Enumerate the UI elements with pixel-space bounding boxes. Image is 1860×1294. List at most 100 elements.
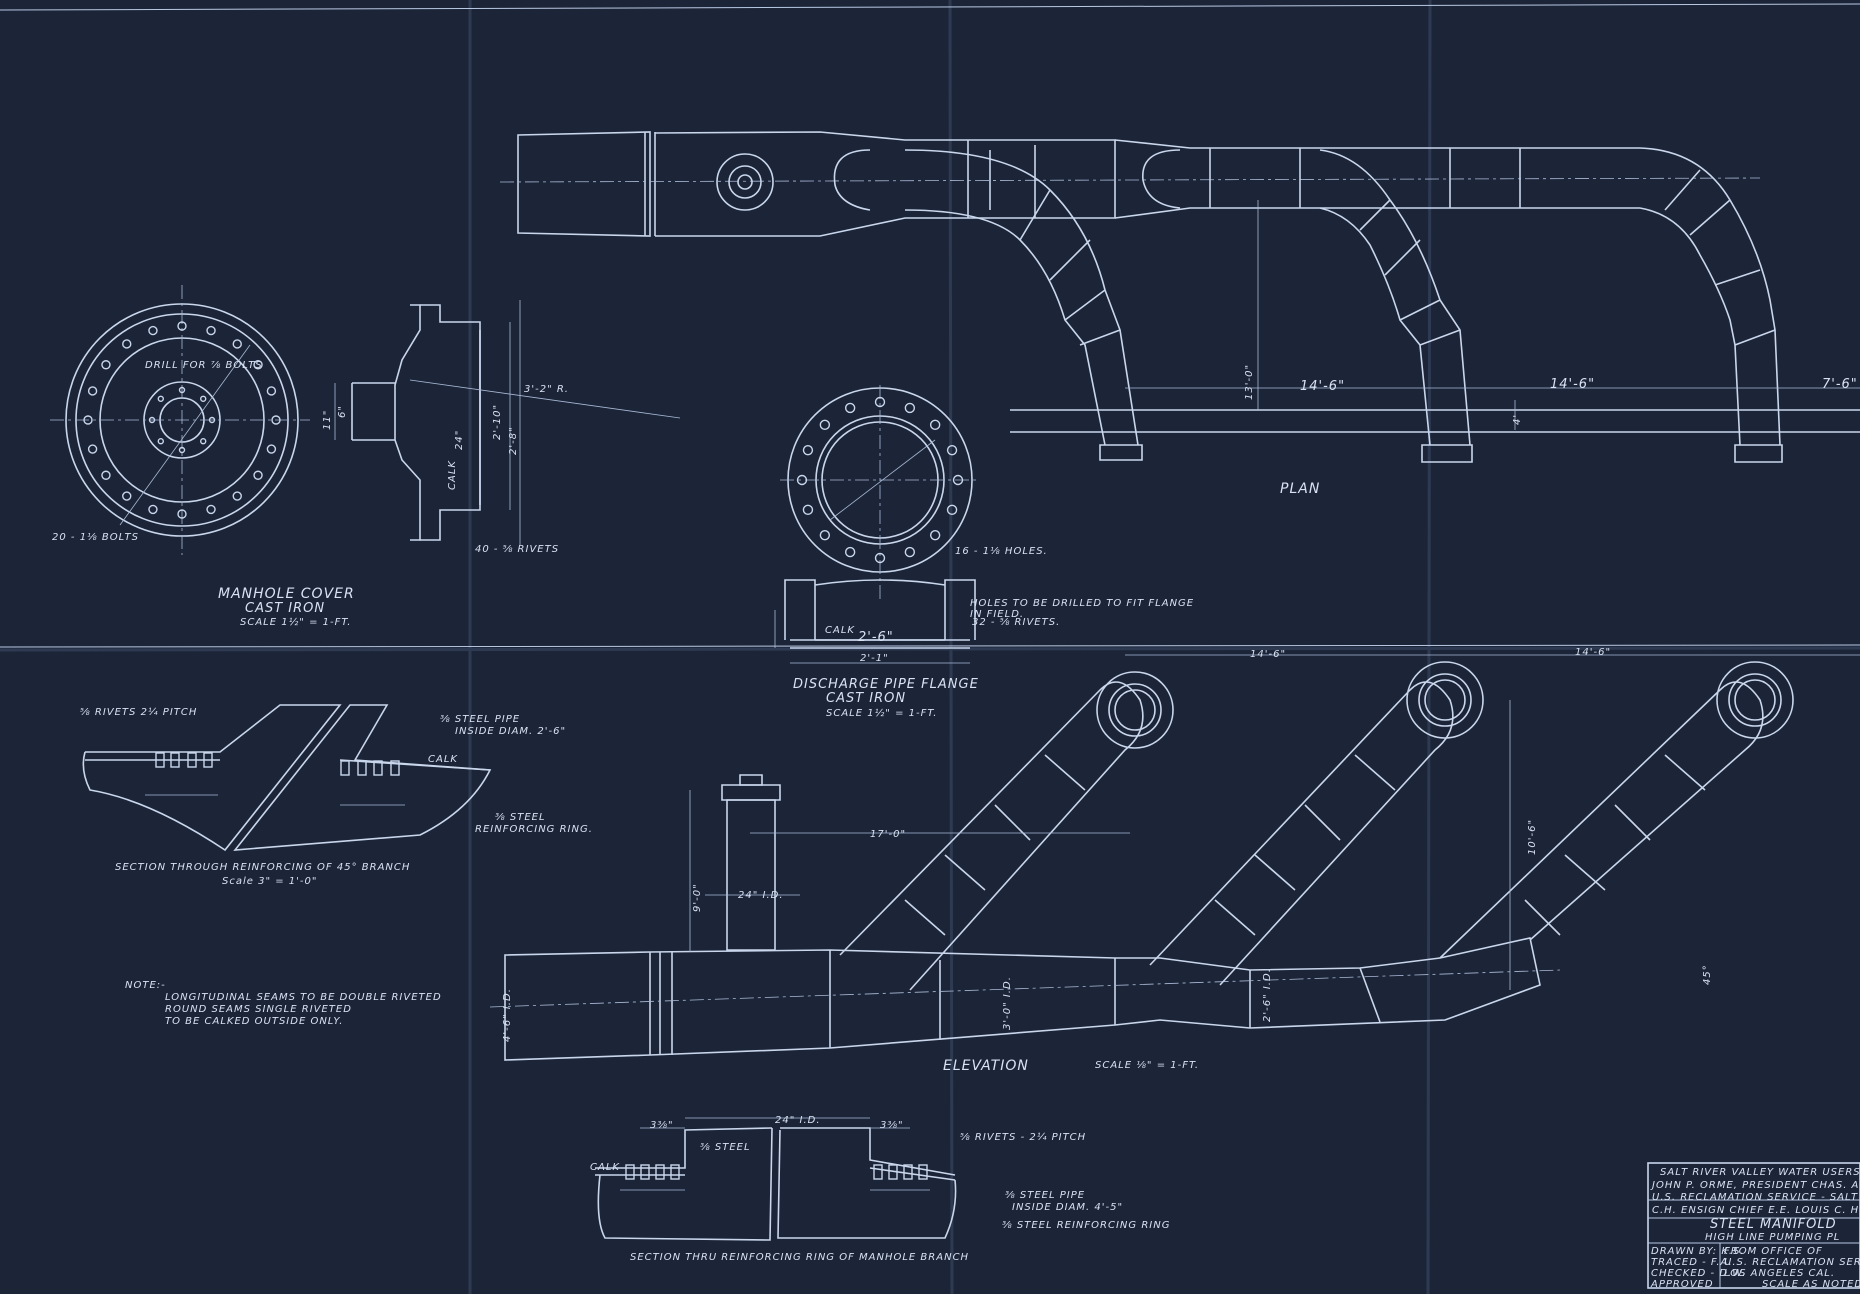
note-block: NOTE:- LONGITUDINAL SEAMS TO BE DOUBLE R…: [125, 980, 442, 1027]
rivet: [918, 1164, 928, 1180]
tb-traced: TRACED - F.A.: [1651, 1257, 1733, 1268]
manhole-rivets: 40 - ⅝ RIVETS: [475, 544, 559, 555]
elevation-title: ELEVATION: [943, 1058, 1029, 1074]
bolt-hole: [157, 395, 164, 402]
manhole-radius: 3'-2" R.: [524, 384, 569, 395]
bolt-hole: [157, 438, 164, 445]
flange-holes-label: 16 - 1⅛ HOLES.: [955, 546, 1048, 557]
manhole-material: CAST IRON: [245, 601, 325, 616]
rivet: [155, 752, 165, 768]
manhole-title: MANHOLE COVER: [218, 586, 355, 602]
secmh-pipe-1: ⅜ STEEL PIPE: [1005, 1190, 1085, 1201]
flange-title: DISCHARGE PIPE FLANGE: [793, 677, 979, 692]
bolt-hole: [148, 504, 158, 515]
bolt-hole: [904, 546, 916, 558]
rivet: [655, 1164, 665, 1180]
elevation-scale: SCALE ⅛" = 1-FT.: [1095, 1060, 1199, 1071]
manhole-bolts-label: 20 - 1⅛ BOLTS: [52, 532, 139, 543]
bolt-hole: [952, 474, 964, 486]
elevation-view: 17'-0" 14'-6" 14'-6" 9'-0" 24" I.D. 4'-6…: [489, 647, 1860, 1074]
plan-dim-4: 13'-0": [1244, 364, 1255, 400]
bolt-hole: [208, 416, 216, 424]
section-45-branch: ⅝ RIVETS 2¼ PITCH ⅜ STEEL PIPE INSIDE DI…: [80, 704, 592, 887]
tb-approved: APPROVED: [1650, 1279, 1714, 1290]
elev-dim-45: 45°: [1702, 964, 1713, 985]
flange-scale: SCALE 1½" = 1-FT.: [826, 707, 937, 719]
plan-dim-3: 7'-6": [1822, 377, 1858, 392]
manhole-inner-bolts: [148, 386, 216, 454]
tb-drawn: DRAWN BY: K.S.: [1651, 1246, 1745, 1257]
note-line-1: LONGITUDINAL SEAMS TO BE DOUBLE RIVETED: [165, 992, 442, 1003]
elev-dim-24id: 24" I.D.: [738, 890, 784, 901]
tb-line3: U.S. RECLAMATION SERVICE - SALT: [1652, 1192, 1858, 1203]
bolt-hole: [844, 546, 856, 558]
section-manhole-branch: 24" I.D. 3⅜" 3⅜" ⅜ STEEL ⅝ RIVETS - 2¼ P…: [590, 1115, 1169, 1263]
bolt-hole: [177, 509, 187, 519]
rivet: [873, 1164, 883, 1180]
bolt-hole: [253, 470, 263, 480]
bolt-hole: [87, 444, 98, 454]
tb-line4: C.H. ENSIGN CHIEF E.E. LOUIS C. HILL SU: [1652, 1205, 1860, 1216]
rivet: [170, 752, 180, 768]
discharge-flange-drawing: 16 - 1⅛ HOLES. HOLES TO BE DRILLED TO FI…: [774, 385, 1193, 719]
rivet: [888, 1164, 898, 1180]
section-45-pipe-1: ⅜ STEEL PIPE: [440, 714, 520, 725]
bolt-hole: [819, 529, 831, 541]
bolt-hole: [148, 325, 158, 336]
rivet: [903, 1164, 913, 1180]
secmh-title: SECTION THRU REINFORCING RING OF MANHOLE…: [630, 1252, 969, 1263]
bolt-hole: [796, 474, 808, 486]
fold-line: [948, 0, 954, 1294]
bolt-hole: [200, 438, 207, 445]
rivet: [390, 760, 400, 776]
secmh-id: 24" I.D.: [775, 1115, 821, 1126]
section-manhole-rivets: [625, 1164, 928, 1180]
manhole-calk: CALK: [447, 460, 458, 490]
bolt-hole: [177, 321, 187, 331]
bolt-hole: [101, 360, 111, 370]
manhole-dim-e: 6": [337, 405, 348, 418]
section-45-ring-1: ⅜ STEEL: [495, 812, 546, 823]
flange-rivets: 32 - ⅝ RIVETS.: [972, 617, 1060, 628]
rivet: [625, 1164, 635, 1180]
bolt-hole: [178, 446, 186, 454]
manhole-dim-c: 24": [454, 430, 465, 450]
note-heading: NOTE:-: [125, 980, 166, 991]
tb-office3: LOS ANGELES CAL.: [1724, 1268, 1835, 1279]
bolt-hole: [819, 419, 831, 431]
flange-bolt-holes: [796, 396, 964, 564]
elev-dim-2ft6: 2'-6" I.D.: [1262, 968, 1273, 1022]
manhole-dim-b: 2'-8": [508, 426, 519, 455]
bolt-hole: [253, 360, 263, 370]
rivet: [640, 1164, 650, 1180]
tb-checked: CHECKED - D.W.: [1651, 1268, 1746, 1279]
elev-dim-10ft6: 10'-6": [1527, 819, 1538, 855]
rivet: [670, 1164, 680, 1180]
rivet: [203, 752, 213, 768]
section-45-rivets-label: ⅝ RIVETS 2¼ PITCH: [80, 706, 197, 718]
manhole-dim-d: 11": [322, 410, 333, 430]
fold-line: [0, 646, 1860, 652]
manhole-drill-note: DRILL FOR ⅞ BOLTS: [145, 360, 263, 371]
bolt-hole: [874, 552, 886, 564]
bolt-hole: [200, 395, 207, 402]
border-line: [0, 3, 1860, 11]
bolt-hole: [266, 386, 277, 396]
tb-line2: JOHN P. ORME, PRESIDENT CHAS. A VAN DER: [1650, 1180, 1860, 1191]
secmh-right-w: 3⅜": [880, 1120, 904, 1131]
bolt-hole: [929, 419, 941, 431]
fold-line: [1426, 0, 1432, 1294]
tb-line5: STEEL MANIFOLD: [1710, 1217, 1837, 1232]
secmh-steel: ⅜ STEEL: [700, 1142, 751, 1153]
flange-field-note-2: IN FIELD.: [970, 609, 1024, 620]
note-line-2: ROUND SEAMS SINGLE RIVETED: [165, 1004, 352, 1015]
rivet: [187, 752, 197, 768]
bolt-hole: [87, 386, 98, 396]
secmh-rivets-label: ⅝ RIVETS - 2¼ PITCH: [960, 1131, 1086, 1143]
section-divider: [0, 644, 1860, 648]
elev-dim-14ft-a: 14'-6": [1250, 649, 1286, 660]
flange-dim-b: 2'-6": [858, 630, 894, 645]
bolt-hole: [148, 416, 156, 424]
flange-calk: CALK: [825, 625, 855, 636]
